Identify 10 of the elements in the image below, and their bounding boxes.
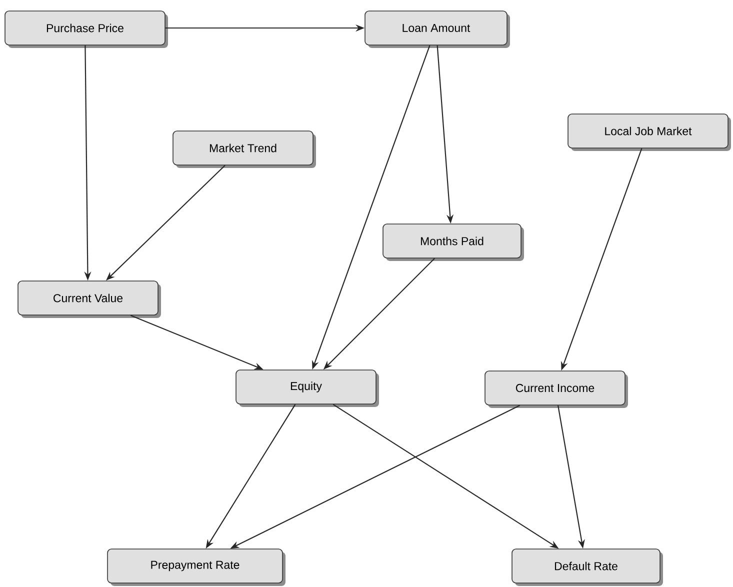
- process-box: Default Rate: [512, 548, 663, 586]
- process-box: Current Value: [18, 280, 161, 318]
- process-box: Purchase Price: [4, 10, 168, 48]
- process-box: Prepayment Rate: [107, 548, 286, 586]
- process-box: Months Paid: [382, 224, 524, 261]
- process-box: Market Trend: [172, 130, 316, 168]
- process-box: Local Job Market: [568, 114, 731, 151]
- process-box: Loan Amount: [364, 10, 510, 48]
- process-box: Current Income: [484, 370, 628, 408]
- process-box: Equity: [236, 370, 379, 407]
